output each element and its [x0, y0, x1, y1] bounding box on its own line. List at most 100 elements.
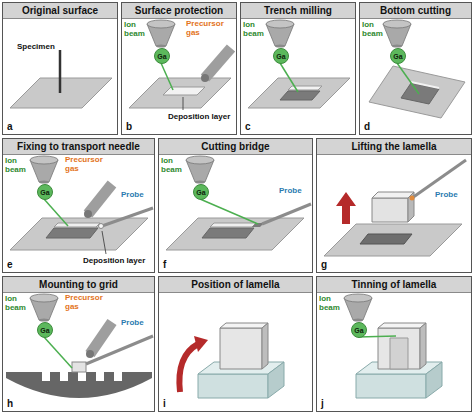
callout-label: Specimen	[17, 43, 55, 52]
ion-column	[266, 20, 294, 48]
ion-beam-line	[161, 63, 173, 90]
ion-beam-line	[44, 199, 68, 226]
trench	[401, 83, 439, 104]
panel-letter: j	[321, 398, 324, 409]
callout-label: Precursor gas	[186, 20, 236, 38]
surface	[129, 78, 231, 108]
grid-slot	[42, 372, 50, 381]
gas-nozzle	[90, 322, 112, 354]
lamella-side	[420, 323, 426, 369]
panel-letter: a	[7, 121, 13, 132]
ion-source-circle: Ga	[193, 184, 209, 200]
step-panel: Fixing to transport needleeGaIon beamPre…	[2, 138, 155, 273]
trench	[280, 91, 320, 100]
panel-i-art	[179, 323, 284, 398]
lamella	[54, 223, 100, 227]
panel-g-art	[324, 160, 466, 256]
post-front	[356, 374, 426, 398]
ion-source-circle: Ga	[351, 322, 367, 338]
grid-slot	[96, 372, 104, 381]
panel-title: Tinning of lamella	[317, 277, 471, 293]
lamella-top	[372, 192, 414, 198]
source-label: Ga	[393, 53, 402, 60]
source-label: Ga	[40, 189, 49, 196]
step-panel: Bottom cuttingdGaIon beam	[359, 2, 472, 135]
callout-label: Ion beam	[319, 295, 343, 313]
step-panel: Mounting to gridhGaIon beamPrecursor gas…	[2, 276, 155, 412]
grid	[6, 372, 152, 398]
callout-label: Precursor gas	[65, 294, 111, 312]
probe-needle	[262, 204, 311, 224]
gas-nozzle	[88, 184, 112, 214]
panel-a-art	[10, 50, 112, 108]
ion-source-circle: Ga	[390, 48, 406, 64]
callout-label: Ion beam	[124, 21, 148, 39]
source-label: Ga	[354, 327, 363, 334]
callout-label: Ion beam	[5, 295, 29, 313]
surface	[324, 224, 462, 256]
probe-needle	[86, 336, 153, 364]
panel-title: Mounting to grid	[3, 277, 154, 293]
panel-letter: f	[163, 259, 166, 270]
callout-label: Deposition layer	[168, 113, 230, 122]
callout-label: Ion beam	[243, 21, 267, 39]
ion-column	[30, 156, 58, 184]
lamella	[210, 223, 256, 227]
nozzle-tip	[84, 210, 92, 218]
panel-title: Position of lamella	[159, 277, 312, 293]
ion-source-circle: Ga	[37, 322, 53, 338]
thinned-window	[390, 338, 408, 369]
ion-beam-line	[280, 63, 298, 92]
lamella-edge	[411, 82, 439, 88]
callout-label: Probe	[121, 319, 144, 328]
ion-column	[383, 20, 411, 48]
lamella-side	[262, 323, 268, 369]
panel-title: Bottom cutting	[360, 3, 471, 19]
step-panel: Cutting bridgefGaIon beamProbe	[158, 138, 313, 273]
ion-column	[186, 156, 214, 184]
callout-label: Deposition layer	[83, 257, 145, 266]
surface	[10, 218, 148, 250]
grid-slot	[78, 372, 86, 381]
lamella	[378, 328, 420, 369]
panel-title: Lifting the lamella	[317, 139, 471, 155]
post-side	[268, 362, 284, 398]
step-panel: Tinning of lamella j Ga Ion beam	[316, 276, 472, 412]
callout-label: Probe	[435, 191, 458, 200]
trench	[202, 228, 254, 238]
nozzle-tip	[201, 74, 209, 82]
grid-slot	[60, 372, 68, 381]
callout-label: Ion beam	[362, 21, 386, 39]
surface	[248, 78, 350, 108]
specimen-needle	[59, 50, 62, 93]
step-panel: Trench millingcGaIon beam	[240, 2, 356, 135]
step-panel: Position of lamella i	[158, 276, 313, 412]
panel-j-art	[344, 294, 442, 398]
grid-slot	[114, 372, 122, 381]
ion-beam-line	[397, 63, 419, 94]
ion-source-circle: Ga	[154, 48, 170, 64]
lamella	[72, 362, 86, 372]
ion-beam-line	[44, 337, 72, 368]
panel-d-art	[369, 20, 465, 118]
panel-e-art	[10, 156, 153, 254]
ion-source-circle: Ga	[37, 184, 53, 200]
panel-letter: i	[163, 398, 166, 409]
ion-beam-line	[200, 199, 258, 224]
panel-letter: c	[245, 121, 251, 132]
callout-label: Probe	[279, 187, 302, 196]
hole	[360, 234, 412, 244]
surface	[166, 218, 304, 250]
weld-spot	[410, 196, 415, 201]
step-panel: Surface protectionbGaIon beamPrecursor g…	[121, 2, 237, 135]
source-label: Ga	[40, 327, 49, 334]
callout-label: Probe	[121, 191, 144, 200]
panel-letter: b	[126, 121, 132, 132]
rotate-arrow-head	[194, 336, 208, 352]
ion-source-circle: Ga	[273, 48, 289, 64]
nozzle-tip	[86, 350, 94, 358]
panel-letter: g	[321, 259, 327, 270]
source-label: Ga	[157, 53, 166, 60]
callout-label: Ion beam	[5, 157, 29, 175]
lamella	[220, 328, 262, 369]
